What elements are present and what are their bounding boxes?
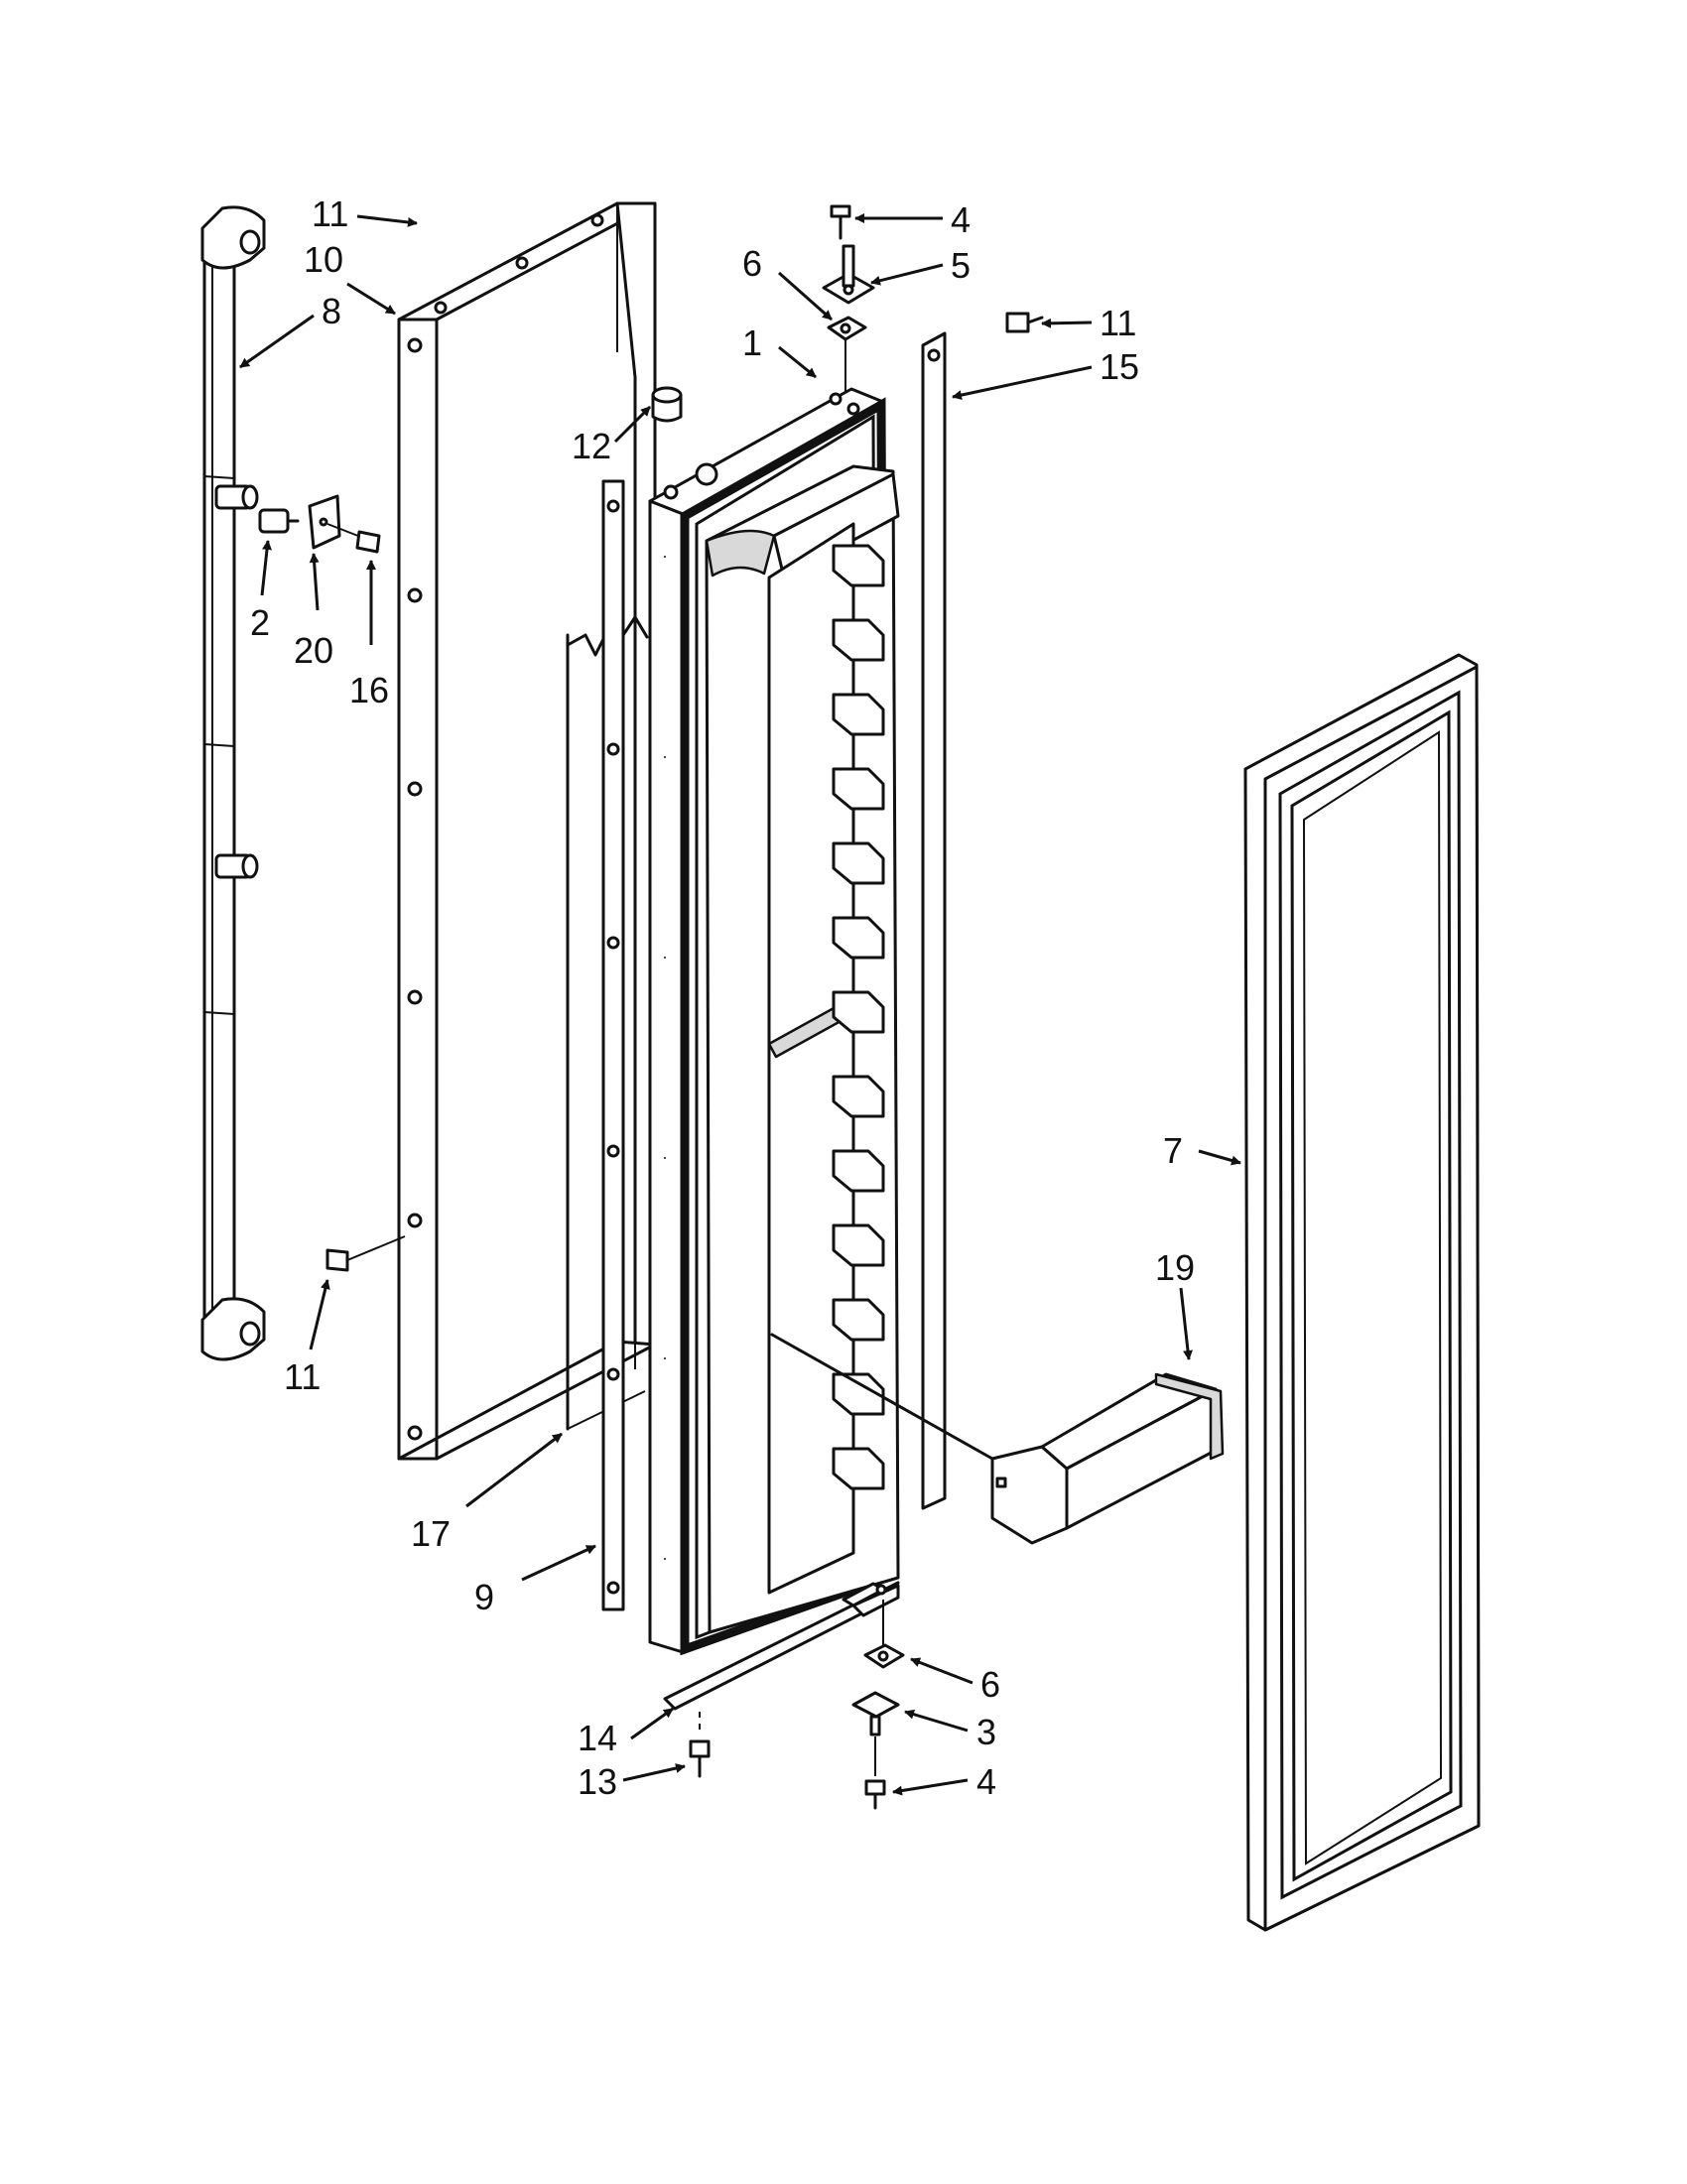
callout-15: 15 [1100,346,1139,387]
bracket-screw [689,1739,711,1778]
top-hinge-screw [830,204,851,240]
callout-20: 20 [294,630,333,671]
callout-11-right: 11 [1100,303,1136,343]
hinge-side-screw [1005,312,1044,333]
callout-3: 3 [976,1712,996,1752]
callout-6-bottom: 6 [980,1664,1000,1705]
callout-7: 7 [1163,1130,1183,1171]
callout-4-bottom: 4 [976,1761,996,1802]
callout-6-top: 6 [742,243,762,284]
callout-14: 14 [578,1718,617,1758]
callout-16: 16 [349,670,389,710]
bottom-hinge-screw [864,1779,886,1810]
bottom-hinge [851,1691,900,1736]
door-liner-assembly [648,387,900,1656]
callout-13: 13 [578,1761,617,1802]
handle-bottom-screw [325,1235,406,1272]
door-bottom-bracket [663,1581,900,1711]
callout-12: 12 [572,426,611,466]
door-bin [770,1333,1225,1545]
callout-4-top: 4 [951,199,971,240]
callout-9: 9 [474,1577,494,1617]
handle-mount-stud [258,508,300,534]
callout-11-bottom: 11 [284,1356,321,1397]
callout-8: 8 [322,291,341,331]
handle-spacer-plate [308,494,341,550]
handle-screw [326,523,381,554]
callout-5: 5 [951,245,971,286]
door-bushing [651,386,683,423]
callout-labels: 11 10 8 4 5 6 1 11 15 12 2 20 16 7 19 11… [250,193,1195,1802]
callout-11-top: 11 [312,193,348,234]
leader-arrows [239,213,1241,1796]
top-hinge [822,244,875,305]
callout-1: 1 [742,322,762,363]
callout-17: 17 [411,1513,451,1554]
callout-2: 2 [250,602,270,643]
callout-19: 19 [1155,1247,1195,1288]
callout-10: 10 [304,239,343,280]
top-hinge-shim [827,316,867,341]
door-handle [200,205,266,1361]
bottom-hinge-shim [863,1643,905,1669]
door-trim-strip [601,479,625,1611]
outer-door-panel [1243,653,1481,1932]
door-side-trim-right [921,331,947,1510]
